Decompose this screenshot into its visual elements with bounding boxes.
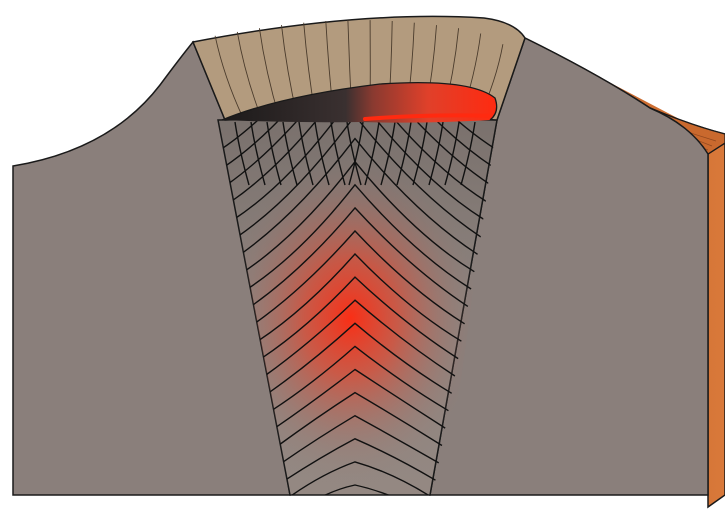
weld-cross-section-diagram — [0, 0, 725, 524]
